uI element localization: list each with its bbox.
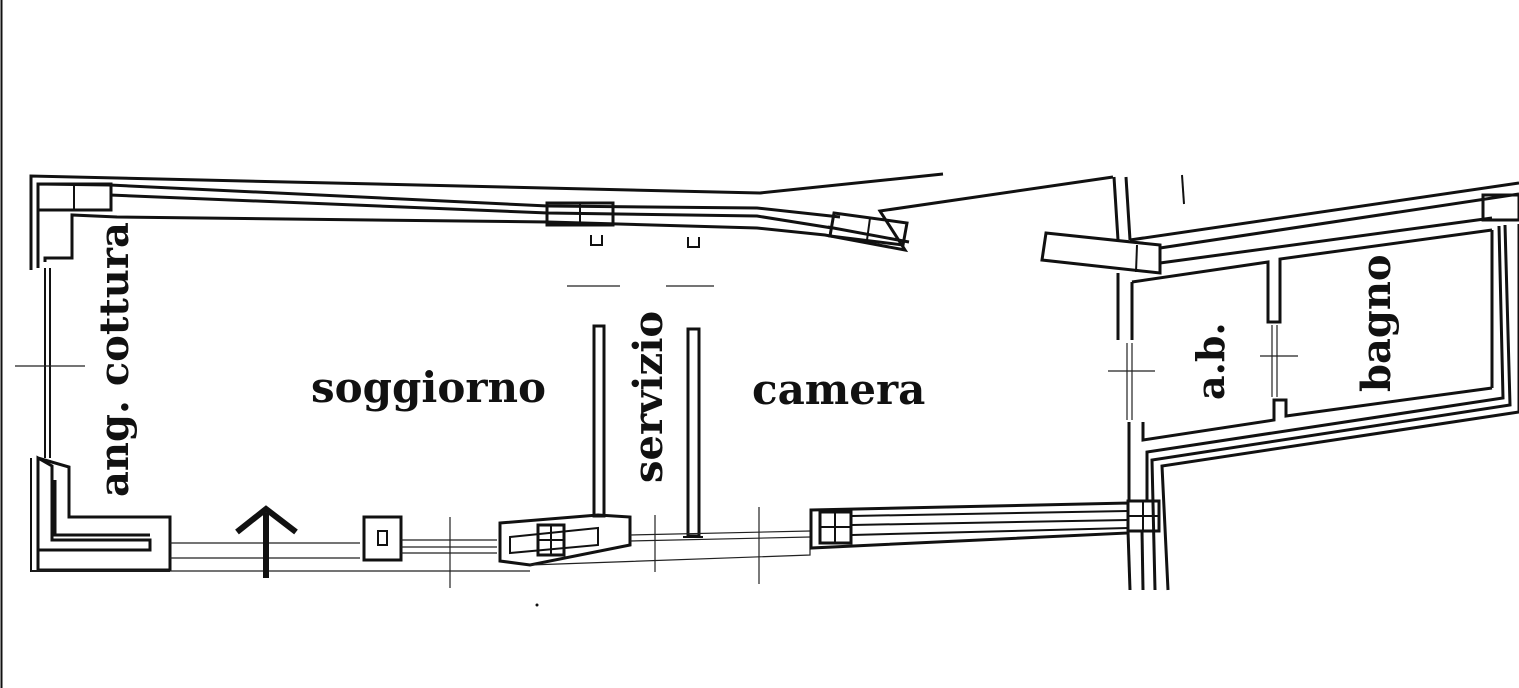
left-unit-walls	[15, 172, 1130, 607]
label-ang-cottura: ang. cottura	[91, 222, 138, 497]
label-bagno: bagno	[1353, 254, 1400, 392]
label-soggiorno: soggiorno	[311, 363, 546, 412]
label-camera: camera	[752, 365, 925, 414]
right-unit-walls	[1040, 174, 1519, 591]
label-ab: a.b.	[1188, 322, 1233, 400]
arrow-up-icon	[235, 505, 298, 578]
label-servizio: servizio	[625, 311, 672, 483]
